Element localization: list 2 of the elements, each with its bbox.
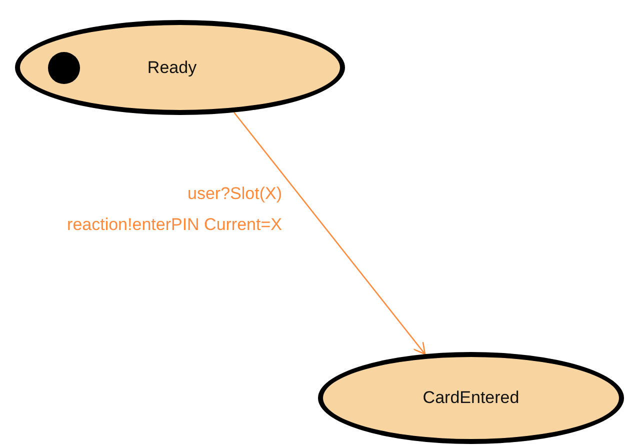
- state-name: CardEntered: [422, 388, 520, 408]
- state-name: Ready: [147, 58, 197, 78]
